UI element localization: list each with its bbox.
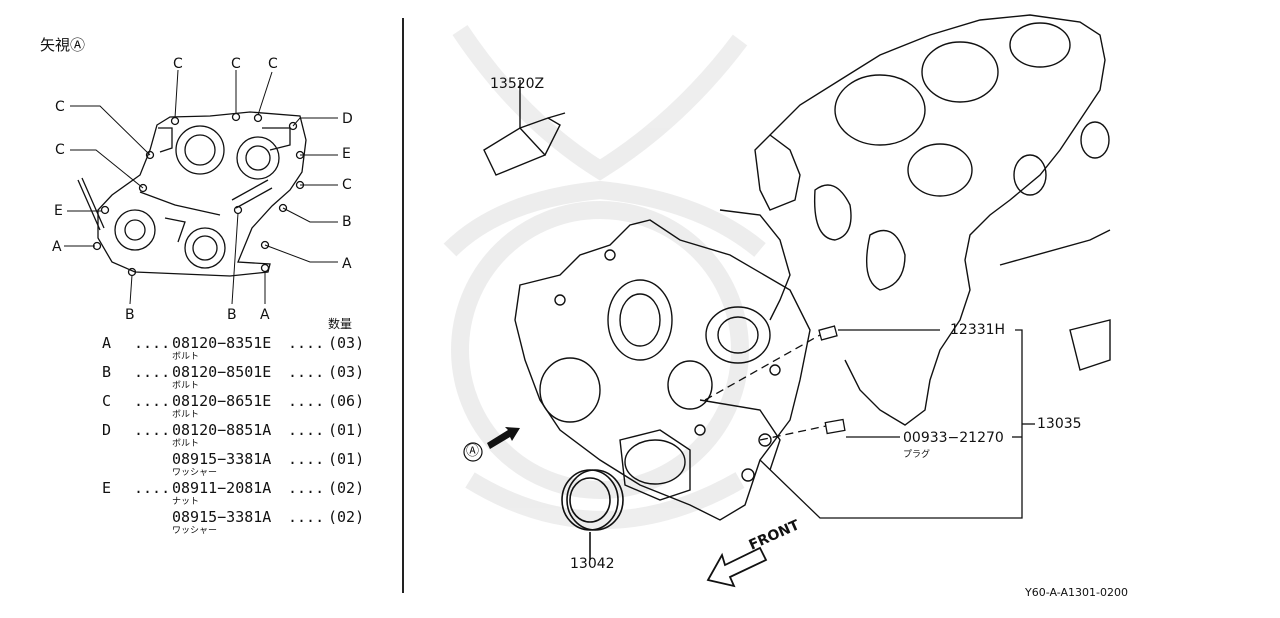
plug-12331h xyxy=(818,325,940,341)
legend-part-type: ボルト xyxy=(172,438,200,448)
legend-dots1: .... xyxy=(134,392,171,410)
legend-dots1: .... xyxy=(134,334,171,352)
legend-dots2: .... xyxy=(288,392,325,410)
legend-part-type: ワッシャー xyxy=(172,467,218,477)
legend-part-type: ナット xyxy=(172,496,200,506)
legend-dots1: .... xyxy=(134,363,171,381)
cover-outline xyxy=(97,111,307,277)
legend-part-type: ボルト xyxy=(172,351,200,361)
plug-00933 xyxy=(824,418,900,438)
part-label-13035: 13035 xyxy=(1037,416,1082,432)
legend-qty: (06) xyxy=(328,392,365,410)
part-label-00933-21270: 00933−21270 xyxy=(903,430,1004,446)
divider xyxy=(402,18,404,593)
legend-part: 08915−3381A xyxy=(172,508,272,526)
legend-part-type: ボルト xyxy=(172,380,200,390)
view-a-marker: Ⓐ xyxy=(466,444,480,459)
legend-dots2: .... xyxy=(288,450,325,468)
watermark-emblem xyxy=(443,25,766,529)
legend-part-type: ワッシャー xyxy=(172,525,218,535)
main-exploded-view xyxy=(443,14,1111,588)
legend-dots1: .... xyxy=(134,479,171,497)
callout-a: A xyxy=(260,307,270,323)
legend-part: 08120−8501E xyxy=(172,363,272,381)
legend-qty: (02) xyxy=(328,479,365,497)
front-cover xyxy=(514,219,811,521)
callout-c: C xyxy=(342,177,352,193)
drawing-code: Y60-A-A1301-0200 xyxy=(1025,586,1128,599)
legend-dots1: .... xyxy=(134,421,171,439)
engine-block xyxy=(719,14,1111,426)
view-a-drawing xyxy=(64,69,338,305)
callout-c: C xyxy=(55,99,65,115)
front-arrow-icon xyxy=(706,546,768,588)
qty-header: 数量 xyxy=(328,317,353,331)
part-label-13520z: 13520Z xyxy=(490,76,545,92)
legend-part: 08915−3381A xyxy=(172,450,272,468)
legend-dots2: .... xyxy=(288,421,325,439)
view-a-arrow xyxy=(463,427,520,462)
callout-d: D xyxy=(342,111,353,127)
legend-key: E xyxy=(102,479,112,497)
legend-key: D xyxy=(102,421,112,439)
callout-c: C xyxy=(231,56,241,72)
legend-key: C xyxy=(102,392,112,410)
plug-label: プラグ xyxy=(903,450,931,460)
view-a-title: 矢視Ⓐ xyxy=(40,36,86,54)
legend-key: B xyxy=(102,363,112,381)
callout-e: E xyxy=(342,146,351,162)
part-label-12331h: 12331H xyxy=(950,322,1006,338)
part-label-13042: 13042 xyxy=(570,556,615,572)
legend-part: 08120−8351E xyxy=(172,334,272,352)
dipstick xyxy=(77,177,105,231)
callout-a: A xyxy=(52,239,62,255)
legend-dots2: .... xyxy=(288,363,325,381)
legend-qty: (02) xyxy=(328,508,365,526)
legend-qty: (01) xyxy=(328,450,365,468)
pulley-lower-left xyxy=(114,209,156,251)
callout-b: B xyxy=(227,307,237,323)
callout-c: C xyxy=(55,142,65,158)
callout-b: B xyxy=(125,307,135,323)
sealant-tube xyxy=(483,80,566,176)
legend-qty: (03) xyxy=(328,363,365,381)
legend-dots2: .... xyxy=(288,334,325,352)
legend-part-type: ボルト xyxy=(172,409,200,419)
legend-part: 08911−2081A xyxy=(172,479,272,497)
callout-a: A xyxy=(342,256,352,272)
callout-e: E xyxy=(54,203,63,219)
legend-qty: (01) xyxy=(328,421,365,439)
legend-dots2: .... xyxy=(288,479,325,497)
oil-seal xyxy=(561,469,624,560)
callout-c: C xyxy=(173,56,183,72)
bolt-holes xyxy=(92,112,305,277)
legend-part: 08120−8851A xyxy=(172,421,272,439)
pulley-left xyxy=(175,125,225,175)
legend-qty: (03) xyxy=(328,334,365,352)
pulley-lower-right xyxy=(184,227,226,269)
legend-dots2: .... xyxy=(288,508,325,526)
callout-b: B xyxy=(342,214,352,230)
callout-c: C xyxy=(268,56,278,72)
legend-part: 08120−8651E xyxy=(172,392,272,410)
pulley-right xyxy=(236,136,280,180)
legend-key: A xyxy=(102,334,112,352)
